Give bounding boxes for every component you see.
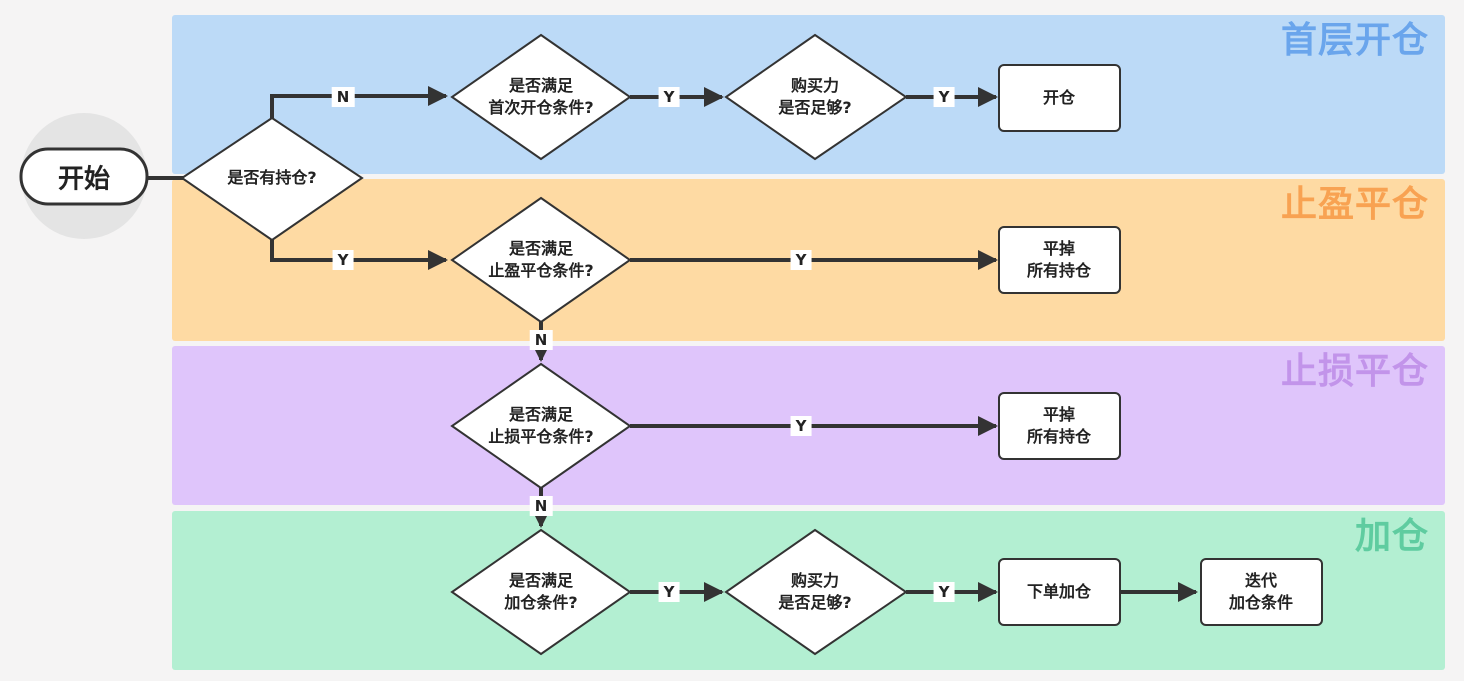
- process-open[interactable]: [998, 64, 1121, 132]
- edge-label-sl-no: N: [529, 496, 553, 516]
- label-take-profit-cond: 是否满足 止盈平仓条件?: [488, 239, 594, 280]
- label-stop-loss-cond: 是否满足 止损平仓条件?: [488, 405, 594, 446]
- label-buying-power-2: 购买力 是否足够?: [778, 571, 852, 612]
- label-iterate: 迭代 加仓条件: [1228, 571, 1294, 612]
- process-iterate[interactable]: [1200, 558, 1323, 626]
- process-close-all-1[interactable]: [998, 226, 1121, 294]
- edge-label-first-cond-yes: Y: [658, 87, 680, 107]
- decision-has-position[interactable]: [180, 116, 364, 242]
- process-close-all-2[interactable]: [998, 392, 1121, 460]
- label-buying-power-1: 购买力 是否足够?: [778, 76, 852, 117]
- edge-label-bp1-yes: Y: [933, 87, 955, 107]
- lane-title-first-open: 首层开仓: [1280, 20, 1429, 61]
- edge-label-add-yes: Y: [658, 582, 680, 602]
- label-open: 开仓: [1042, 88, 1076, 107]
- decision-take-profit-cond[interactable]: [450, 196, 632, 324]
- edge-label-bp2-yes: Y: [933, 582, 955, 602]
- process-place-order[interactable]: [998, 558, 1121, 626]
- decision-add-cond[interactable]: [450, 528, 632, 656]
- lane-title-add-position: 加仓: [1354, 516, 1429, 557]
- label-close-all-2: 平掉 所有持仓: [1026, 405, 1092, 446]
- edge-label-sl-yes: Y: [790, 416, 812, 436]
- decision-buying-power-2[interactable]: [724, 528, 908, 656]
- edge-label-has-position: Y: [332, 250, 354, 270]
- label-place-order: 下单加仓: [1026, 582, 1092, 601]
- label-add-cond: 是否满足 加仓条件?: [504, 571, 578, 612]
- decision-buying-power-1[interactable]: [724, 33, 908, 161]
- edge-has-position: [270, 240, 448, 270]
- edge-label-tp-no: N: [529, 330, 553, 350]
- start-label: 开始: [57, 164, 111, 195]
- decision-first-open-cond[interactable]: [450, 33, 632, 161]
- edge-no-position: [270, 86, 448, 118]
- edge-label-no-position: N: [331, 87, 355, 107]
- lane-title-stop-loss: 止损平仓: [1280, 351, 1429, 392]
- label-close-all-1: 平掉 所有持仓: [1026, 239, 1092, 280]
- decision-stop-loss-cond[interactable]: [450, 362, 632, 490]
- label-has-position: 是否有持仓?: [227, 168, 317, 187]
- lane-title-take-profit: 止盈平仓: [1280, 184, 1429, 225]
- label-first-open-cond: 是否满足 首次开仓条件?: [488, 76, 594, 117]
- edge-label-tp-yes: Y: [790, 250, 812, 270]
